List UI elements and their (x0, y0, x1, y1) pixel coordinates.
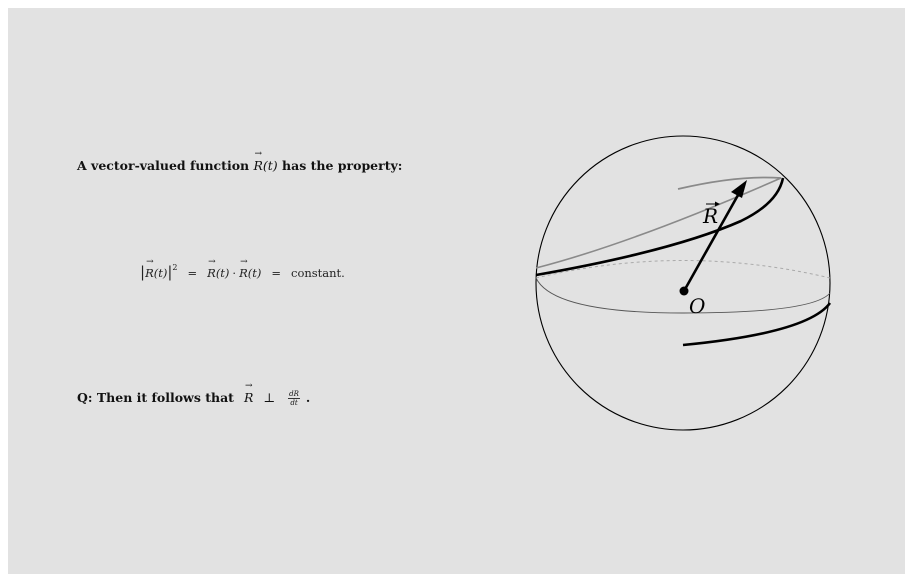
statement-arg: (t) (262, 158, 278, 173)
formula-rhs: constant. (291, 266, 345, 280)
sphere-outline (535, 135, 831, 431)
formula-arg-b: (t) (247, 266, 262, 280)
curve-top-back (677, 176, 782, 190)
position-vector-line (682, 187, 744, 292)
question-prefix: Q: Then it follows that (77, 390, 234, 405)
position-vector-arrowhead (731, 180, 747, 198)
equator-back (535, 260, 831, 279)
curve-front-top (535, 177, 785, 277)
vector-label-r: R (702, 204, 718, 228)
question-vector-r: →R (243, 381, 254, 405)
formula-power: 2 (172, 263, 178, 272)
question-suffix: . (305, 390, 311, 405)
curve-front-bottom (682, 302, 832, 347)
perpendicular-symbol: ⊥ (263, 390, 276, 405)
abs-bar-left: | (140, 263, 146, 281)
slide: A vector-valued function →R(t) has the p… (8, 8, 905, 574)
statement-suffix: has the property: (277, 158, 403, 173)
formula-arg-a: (t) (215, 266, 230, 280)
abs-bar-right: | (167, 263, 173, 281)
origin-point (679, 286, 689, 296)
formula-equals-1: = (187, 266, 198, 280)
statement-prefix: A vector-valued function (77, 158, 254, 173)
vector-r-symbol: →R (253, 149, 263, 173)
property-formula: |→R(t)|2=→R(t)·→R(t)=constant. (140, 257, 345, 281)
derivative-numerator: dR (288, 390, 300, 399)
vector-label-arrowhead (715, 201, 720, 207)
formula-vector-b: →R (239, 257, 248, 280)
statement-text: A vector-valued function →R(t) has the p… (77, 149, 403, 173)
formula-dot: · (232, 266, 237, 280)
origin-label-o: O (689, 294, 705, 318)
derivative-denominator: dt (290, 399, 298, 407)
formula-equals-2: = (271, 266, 281, 280)
formula-vector-a: →R (207, 257, 216, 280)
equator-front (535, 277, 831, 314)
formula-vector-lhs: →R (145, 257, 154, 280)
curve-back-segment (535, 177, 782, 269)
sphere-diagram: R O (535, 135, 832, 431)
formula-lhs-arg: (t) (153, 266, 168, 280)
